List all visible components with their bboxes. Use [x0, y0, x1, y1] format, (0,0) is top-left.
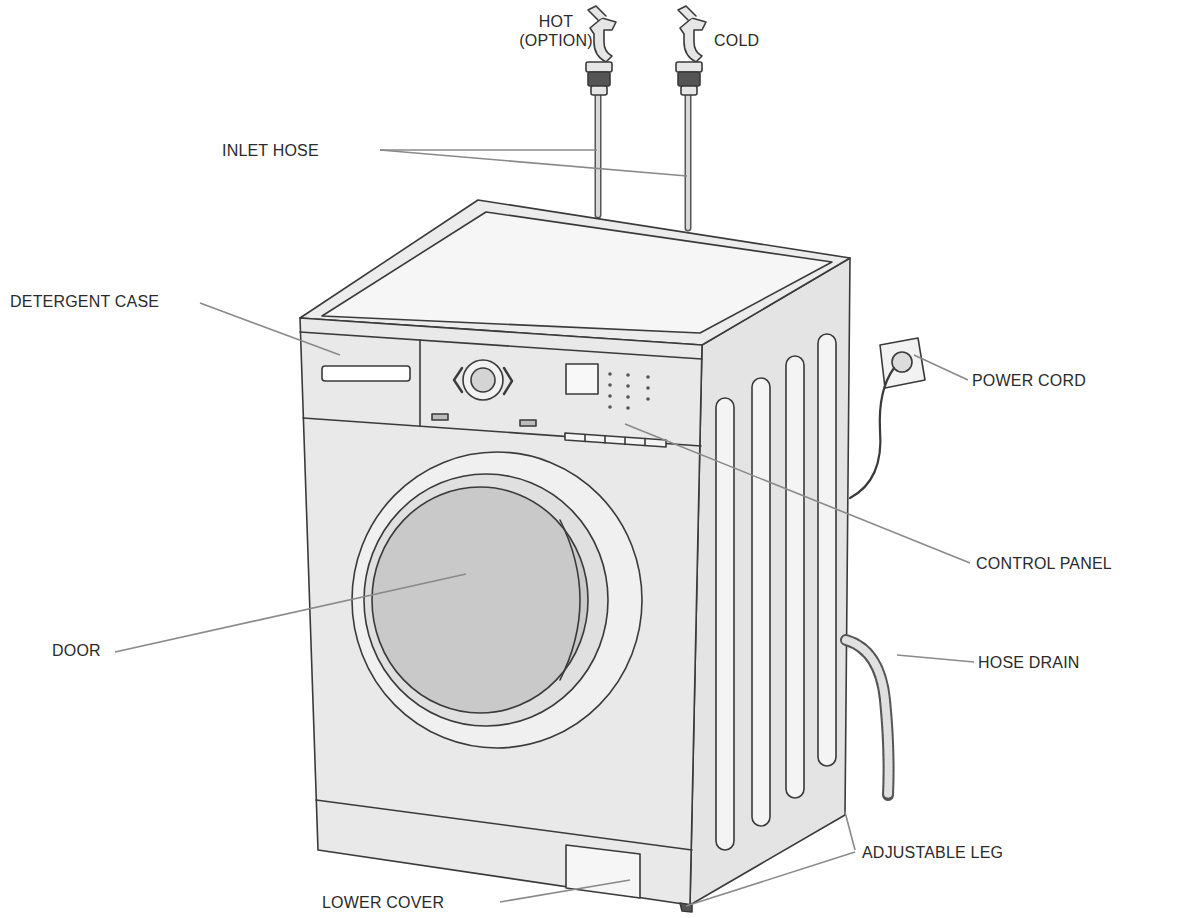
side-rib [818, 334, 836, 766]
inlet-hose-highlight [686, 95, 690, 228]
program-knob [463, 360, 503, 400]
button-divider [585, 435, 645, 446]
faucet-lever [588, 6, 606, 20]
leader-line [625, 424, 970, 563]
door-reflection [560, 520, 580, 680]
leader-line [380, 150, 687, 176]
part-label: DETERGENT CASE [10, 292, 159, 311]
panel-indicators [608, 372, 650, 410]
door-ring [364, 474, 608, 726]
panel-display [566, 364, 598, 394]
power-cord [850, 368, 894, 498]
side-rib [752, 378, 770, 826]
door-frame [352, 452, 642, 748]
part-label: HOSE DRAIN [978, 653, 1080, 672]
faucet-lever [678, 6, 696, 20]
leader-line [500, 880, 630, 902]
side-rib [716, 398, 734, 850]
leader-line [380, 149, 597, 151]
lower-band-edge [316, 800, 692, 850]
drain-hose-corrugation [846, 640, 889, 795]
panel-button [432, 414, 448, 420]
leader-line [897, 655, 974, 662]
cold-faucet [676, 6, 706, 95]
part-label: DOOR [52, 641, 101, 660]
part-label: INLET HOSE [222, 141, 319, 160]
leader-line [115, 574, 466, 652]
side-rib [786, 356, 804, 798]
part-label: ADJUSTABLE LEG [862, 843, 1003, 862]
lower-cover [566, 845, 640, 898]
faucet-nut [586, 62, 612, 72]
drain-hose [846, 640, 889, 795]
panel-button [520, 420, 536, 426]
faucet-coupling [588, 72, 610, 86]
leader-line [914, 355, 968, 380]
knob-chevron [504, 368, 512, 394]
faucet-coupling [591, 86, 607, 95]
inlet-hose [685, 95, 692, 228]
leader-line [200, 303, 340, 355]
part-label: HOT (OPTION) [518, 12, 594, 50]
knob-chevron [454, 368, 462, 392]
leader-line [686, 852, 855, 906]
machine-front [300, 318, 702, 905]
part-label: POWER CORD [972, 371, 1086, 390]
faucet-spigot [680, 18, 706, 62]
faucet-spigot [590, 18, 616, 62]
inlet-hose [595, 95, 602, 215]
machine-side [690, 258, 850, 905]
leader-line [845, 812, 855, 850]
faucet-nut [676, 62, 702, 72]
part-label: LOWER COVER [322, 893, 444, 912]
top-lip [300, 332, 702, 359]
top-rim [322, 212, 832, 333]
program-knob-center [471, 368, 495, 392]
inlet-hose-highlight [596, 95, 600, 215]
faucet-coupling [681, 86, 697, 95]
hot-faucet [586, 6, 616, 95]
faucet-coupling [678, 72, 700, 86]
drawer-handle [322, 366, 410, 381]
power-plug [892, 352, 912, 372]
part-label: COLD [714, 31, 759, 50]
leader-lines [115, 150, 974, 906]
door-glass [372, 487, 588, 713]
control-band-edge [303, 418, 701, 446]
drawer-divider [419, 340, 421, 426]
part-label: CONTROL PANEL [976, 554, 1112, 573]
